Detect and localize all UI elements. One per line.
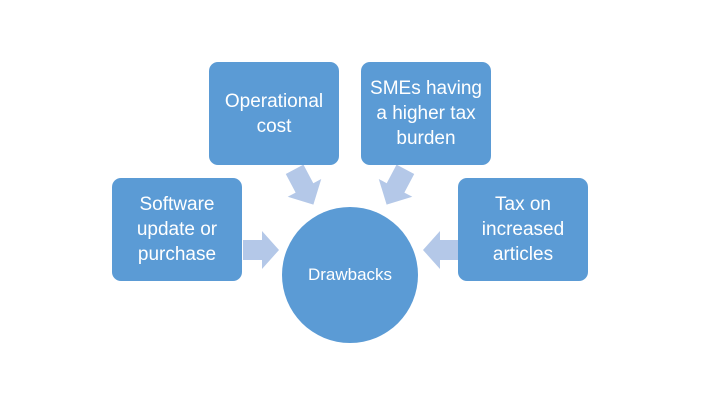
box-label: SMEs having a higher tax burden [370,78,482,149]
box-software-update: Software update or purchase [112,178,242,281]
box-label: Software update or purchase [136,194,218,265]
box-tax-on-articles: Tax on increased articles [458,178,588,281]
center-label: Drawbacks [307,265,393,284]
arrow-smes-to-center [378,164,415,205]
arrow-software-to-center [243,231,279,269]
box-operational-cost: Operational cost [209,62,339,165]
box-smes-tax-burden: SMEs having a higher tax burden [361,62,491,165]
box-label: Operational cost [224,90,324,137]
box-label: Tax on increased articles [481,194,565,265]
arrow-operational-to-center [285,164,322,205]
arrow-tax-to-center [423,231,459,269]
center-circle-drawbacks: Drawbacks [282,207,418,343]
